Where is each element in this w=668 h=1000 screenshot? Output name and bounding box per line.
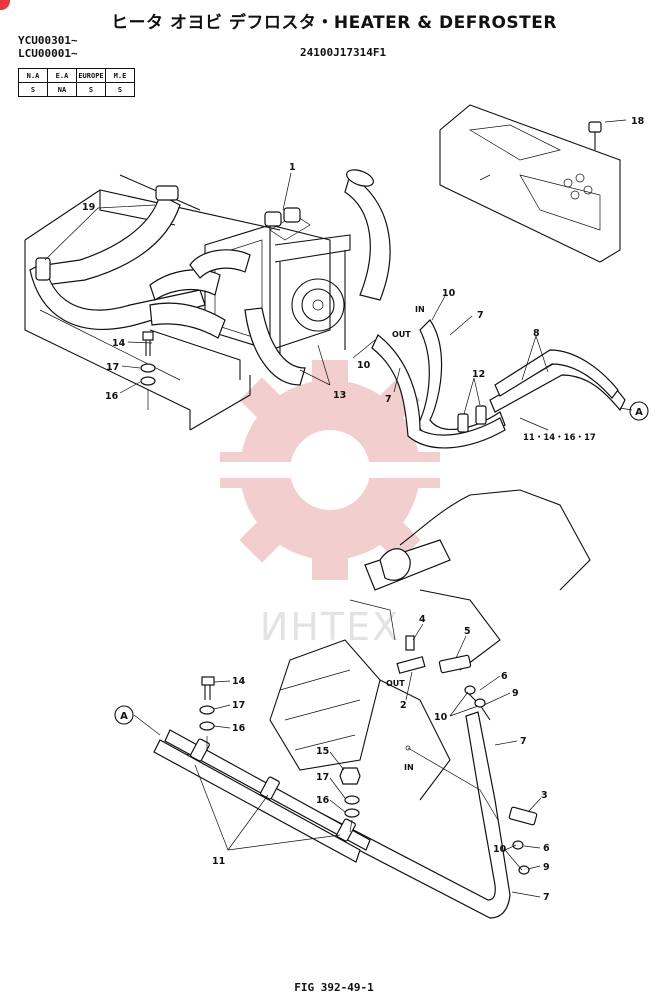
- part-number: 24100J17314F1: [300, 46, 387, 59]
- callout-17: 17: [232, 700, 245, 711]
- callout-11-14-16-17: 11・14・16・17: [523, 433, 596, 443]
- corner-marker: [0, 0, 10, 10]
- callout-6: 6: [543, 843, 550, 854]
- callout-10: 10: [357, 360, 371, 371]
- callout-14: 14: [232, 676, 246, 687]
- label-out: OUT: [392, 330, 411, 339]
- callout-2: 2: [400, 700, 407, 711]
- reference-a: A: [120, 711, 128, 722]
- callout-7: 7: [385, 394, 392, 405]
- callout-12: 12: [472, 369, 485, 380]
- callout-13: 13: [333, 390, 346, 401]
- callout-4: 4: [419, 614, 426, 625]
- page-title: ヒータ オヨビ デフロスタ・HEATER & DEFROSTER: [111, 13, 557, 33]
- reference-marker-a-icon: [114, 705, 134, 725]
- figure-number: FIG 392-49-1: [294, 981, 374, 994]
- callout-18: 18: [631, 116, 645, 127]
- callout-5: 5: [464, 626, 471, 637]
- callout-17: 17: [106, 362, 119, 373]
- region-applicability-table: N.A E.A EUROPE M.E S NA S S: [18, 68, 135, 97]
- callout-16: 16: [105, 391, 119, 402]
- callout-17: 17: [316, 772, 329, 783]
- callout-16: 16: [232, 723, 246, 734]
- callout-7: 7: [477, 310, 484, 321]
- serial-range-2: LCU00001~: [18, 47, 78, 60]
- callout-7: 7: [520, 736, 527, 747]
- lower-assembly: 4 5 2 6 9 10 7 14 17 16 15 17 16 11 3 10…: [114, 489, 591, 919]
- callout-11: 11: [212, 856, 225, 867]
- callout-10: 10: [434, 712, 448, 723]
- callout-8: 8: [533, 328, 540, 339]
- callout-10: 10: [493, 844, 507, 855]
- callout-15: 15: [316, 746, 329, 757]
- callout-9: 9: [543, 862, 550, 873]
- callout-16: 16: [316, 795, 330, 806]
- serial-range-1: YCU00301~: [18, 34, 78, 47]
- callout-10: 10: [442, 288, 456, 299]
- reference-marker-a-icon: [629, 401, 649, 421]
- label-in: IN: [404, 763, 414, 772]
- callout-19: 19: [82, 202, 95, 213]
- callout-1: 1: [289, 162, 296, 173]
- region-value: S: [18, 82, 48, 97]
- watermark-text: ИНТЕХ: [260, 605, 400, 649]
- callout-14: 14: [112, 338, 126, 349]
- callout-6: 6: [501, 671, 508, 682]
- callout-3: 3: [541, 790, 548, 801]
- upper-assembly: 1 18 19 14 17 16 13 10 10 7 7 8 12 11・14…: [24, 104, 649, 449]
- region-value: S: [105, 82, 135, 97]
- label-out: OUT: [386, 679, 405, 688]
- label-in: IN: [415, 305, 425, 314]
- callout-9: 9: [512, 688, 519, 699]
- reference-a: A: [635, 407, 643, 418]
- callout-7: 7: [543, 892, 550, 903]
